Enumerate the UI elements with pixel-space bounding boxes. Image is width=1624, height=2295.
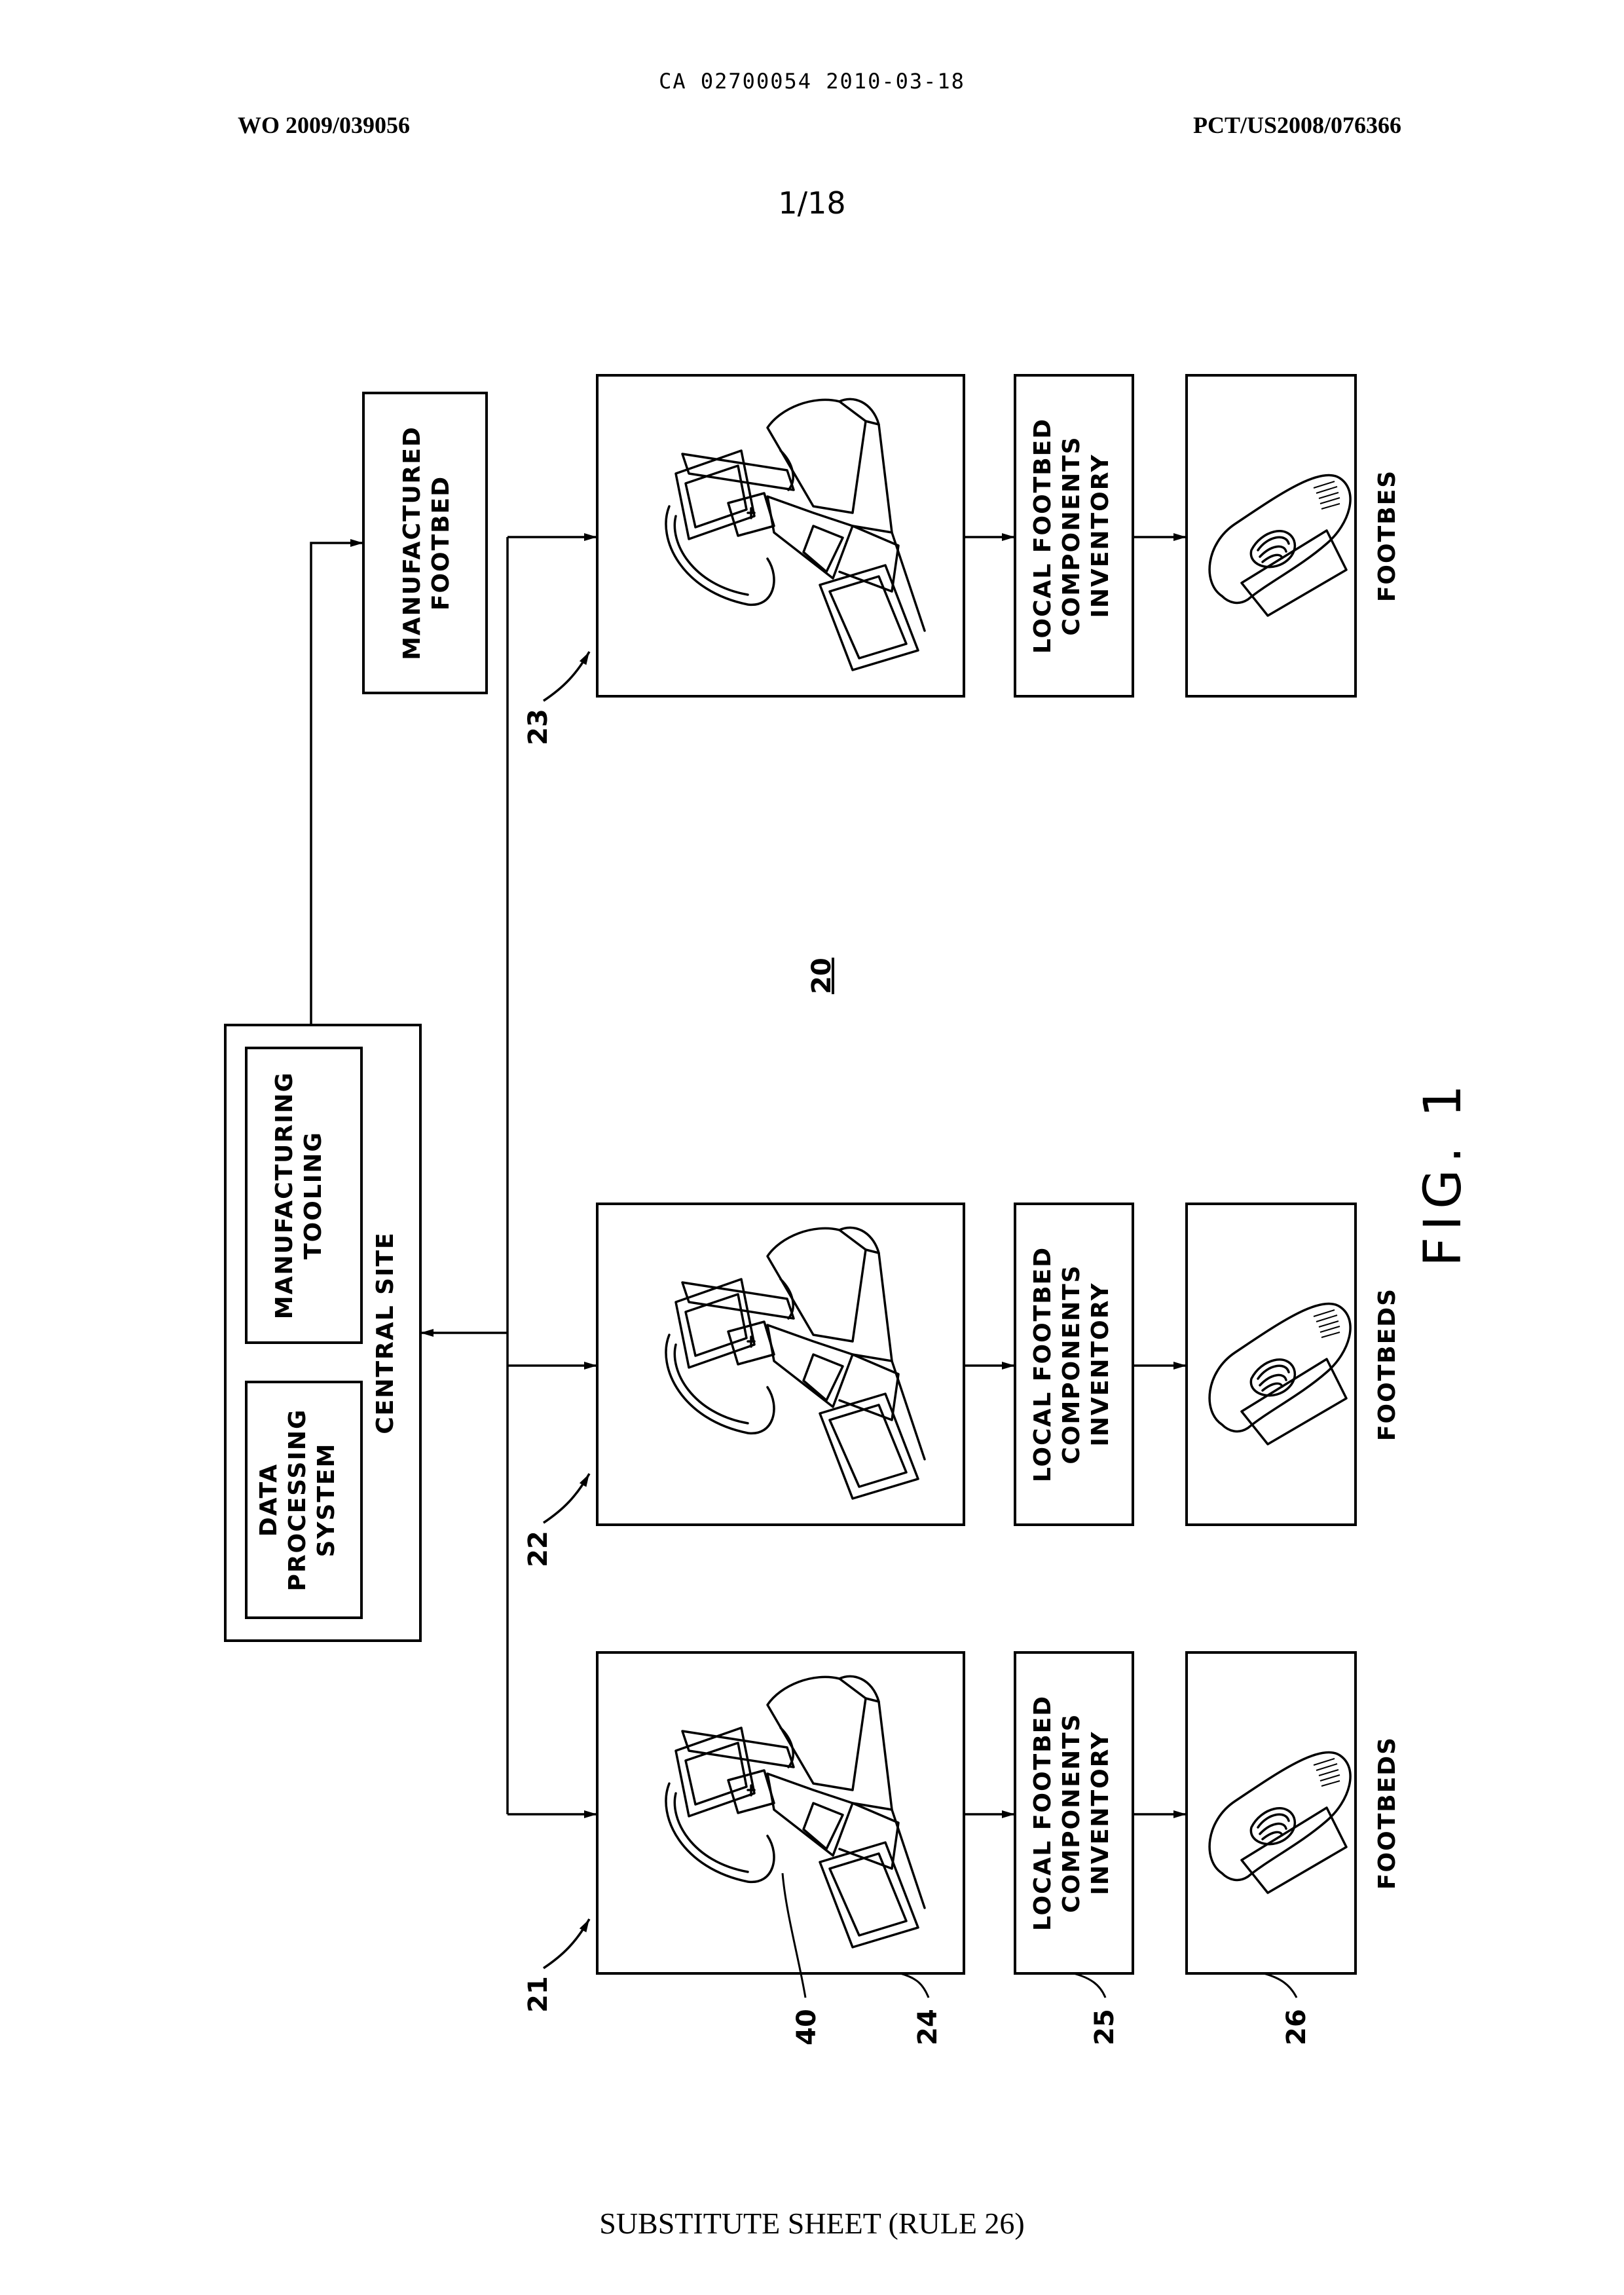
data-processing-line-1: DATA	[255, 1463, 282, 1537]
ref-22: 22	[523, 1531, 553, 1567]
inventory-23-line-2: COMPONENTS	[1058, 436, 1085, 635]
data-processing-line-3: SYSTEM	[313, 1443, 340, 1558]
connector-lines	[311, 537, 597, 1814]
ref-40-scanner: 40	[792, 2009, 822, 2045]
ref-25-inventory: 25	[1090, 2009, 1120, 2045]
page-footer: SUBSTITUTE SHEET (RULE 26)	[0, 2206, 1624, 2241]
inventory-21-line-2: COMPONENTS	[1058, 1713, 1085, 1912]
site-column-21: LOCAL FOOTBED COMPONENTS INVENTORY FOOTB…	[523, 1652, 1401, 2045]
output-22: FOOTBEDS	[1374, 1288, 1401, 1441]
site-column-22: LOCAL FOOTBED COMPONENTS INVENTORY FOOTB…	[523, 1204, 1401, 1567]
inventory-22-line-2: COMPONENTS	[1058, 1264, 1085, 1464]
inventory-23-line-3: INVENTORY	[1087, 453, 1114, 618]
inventory-22-line-1: LOCAL FOOTBED	[1029, 1246, 1056, 1482]
footbed-22	[1209, 1303, 1350, 1444]
inventory-23-line-1: LOCAL FOOTBED	[1029, 418, 1056, 654]
manufactured-footbed-box: MANUFACTURED FOOTBED	[363, 393, 487, 693]
ref-21: 21	[523, 1976, 553, 2013]
ref-24-kiosk: 24	[913, 2009, 943, 2045]
ref-26-footbed: 26	[1282, 2009, 1312, 2045]
foot-scanner-kiosk-21	[666, 1676, 925, 1947]
manufactured-footbed-line-1: MANUFACTURED	[399, 426, 426, 660]
central-site-box: CENTRAL SITE DATA PROCESSING SYSTEM MANU…	[225, 1025, 420, 1641]
foot-scanner-kiosk-23	[666, 399, 925, 670]
central-site-title: CENTRAL SITE	[372, 1231, 399, 1434]
footbed-23	[1209, 475, 1350, 616]
foot-scanner-kiosk-22	[666, 1227, 925, 1499]
manufacturing-line-1: MANUFACTURING	[271, 1072, 298, 1319]
inventory-21-line-3: INVENTORY	[1087, 1730, 1114, 1895]
site-column-23: LOCAL FOOTBED COMPONENTS INVENTORY FOOTB…	[523, 375, 1401, 745]
ref-23: 23	[523, 709, 553, 745]
output-21: FOOTBEDS	[1374, 1736, 1401, 1890]
output-23: FOOTBES	[1374, 470, 1401, 602]
manufacturing-line-2: TOOLING	[300, 1131, 327, 1259]
inventory-21-line-1: LOCAL FOOTBED	[1029, 1695, 1056, 1931]
inventory-22-line-3: INVENTORY	[1087, 1282, 1114, 1446]
data-processing-line-2: PROCESSING	[284, 1408, 311, 1591]
manufactured-footbed-line-2: FOOTBED	[428, 476, 454, 610]
system-ref-20: 20	[807, 958, 837, 994]
footbed-21	[1209, 1752, 1350, 1893]
figure-label: FIG. 1	[1414, 1078, 1473, 1267]
